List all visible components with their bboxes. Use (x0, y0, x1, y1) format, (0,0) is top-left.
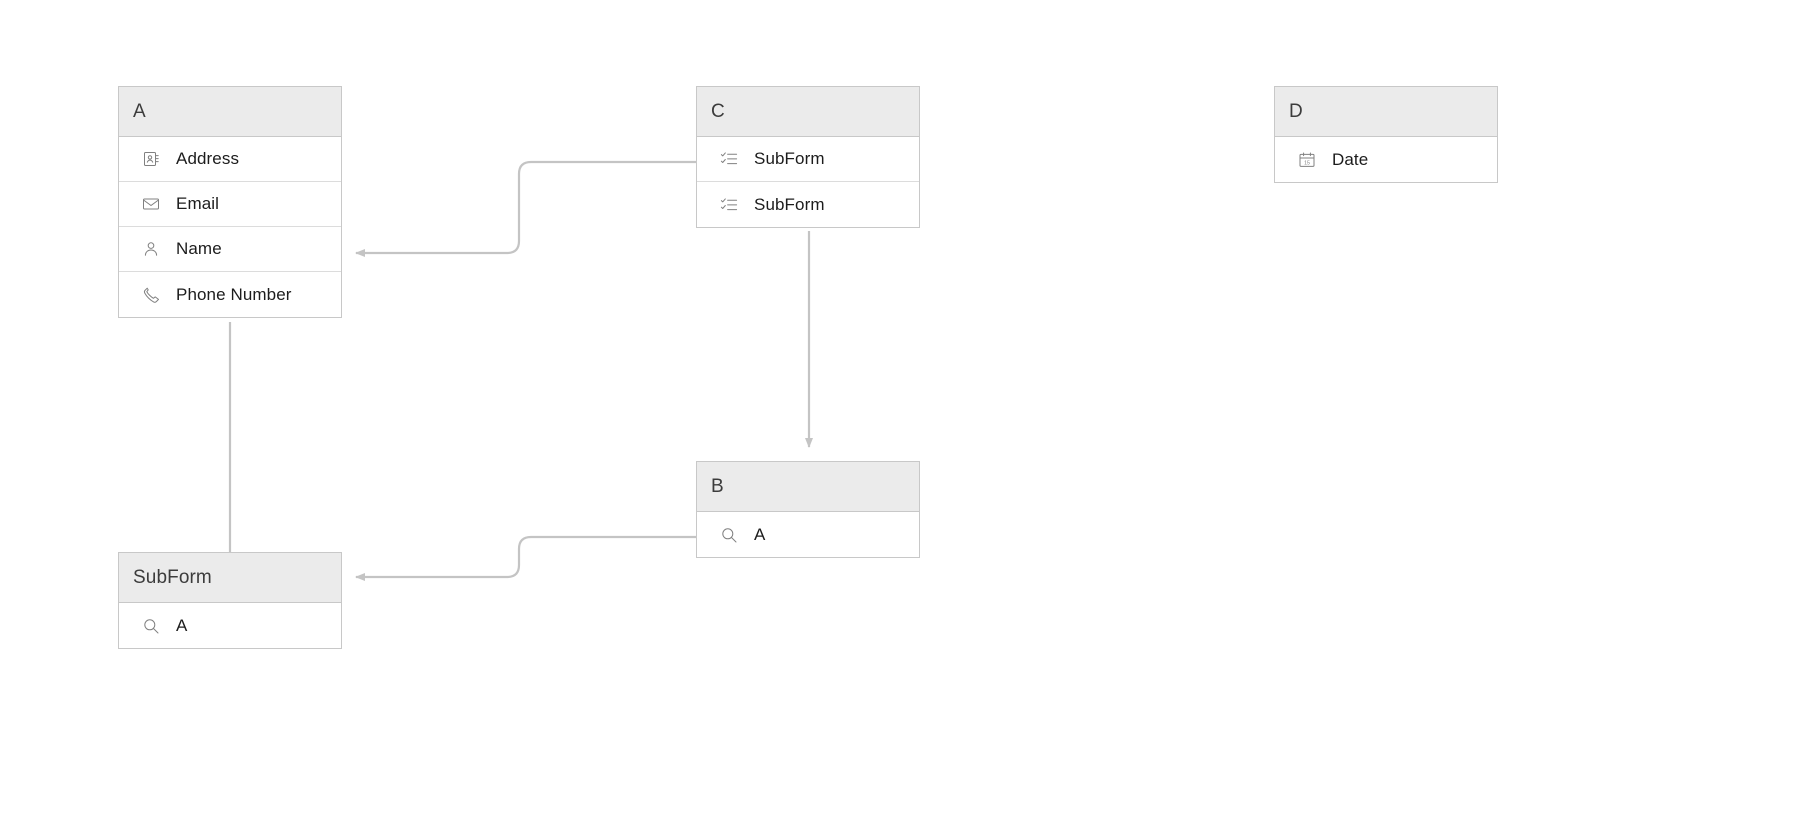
field-row[interactable]: A (119, 603, 341, 648)
node-field-list: A (119, 603, 341, 648)
edge-c-subform-to-a-name[interactable] (355, 160, 696, 257)
field-row[interactable]: Address (119, 137, 341, 182)
field-label: SubForm (754, 194, 825, 214)
calendar-icon: 15 (1298, 151, 1316, 169)
node-field-list: 15 Date (1275, 137, 1497, 182)
field-row[interactable]: SubForm (697, 182, 919, 227)
checklist-icon (720, 150, 738, 168)
field-label: A (754, 524, 766, 544)
node-title[interactable]: B (697, 462, 919, 512)
field-label: Name (176, 239, 222, 258)
field-label: A (176, 615, 188, 635)
field-label: Email (176, 194, 220, 213)
field-row[interactable]: Name (119, 227, 341, 272)
field-row[interactable]: Email (119, 182, 341, 227)
svg-text:15: 15 (1304, 160, 1310, 166)
address-book-icon (142, 150, 160, 168)
node-field-list: A (697, 512, 919, 557)
edge-b-a-to-subform[interactable] (355, 535, 696, 581)
field-row[interactable]: 15 Date (1275, 137, 1497, 182)
field-label: Phone Number (176, 284, 292, 304)
node-d[interactable]: D 15 Date (1274, 86, 1498, 183)
envelope-icon (142, 195, 160, 213)
node-title[interactable]: SubForm (119, 553, 341, 603)
node-title[interactable]: C (697, 87, 919, 137)
field-label: SubForm (754, 149, 825, 168)
search-icon (720, 526, 738, 544)
phone-icon (142, 286, 160, 304)
checklist-icon (720, 196, 738, 214)
node-title[interactable]: D (1275, 87, 1497, 137)
field-label: Address (176, 149, 240, 168)
node-title[interactable]: A (119, 87, 341, 137)
field-row[interactable]: SubForm (697, 137, 919, 182)
field-row[interactable]: A (697, 512, 919, 557)
field-row[interactable]: Phone Number (119, 272, 341, 317)
field-label: Date (1332, 149, 1369, 169)
person-icon (142, 240, 160, 258)
search-icon (142, 617, 160, 635)
